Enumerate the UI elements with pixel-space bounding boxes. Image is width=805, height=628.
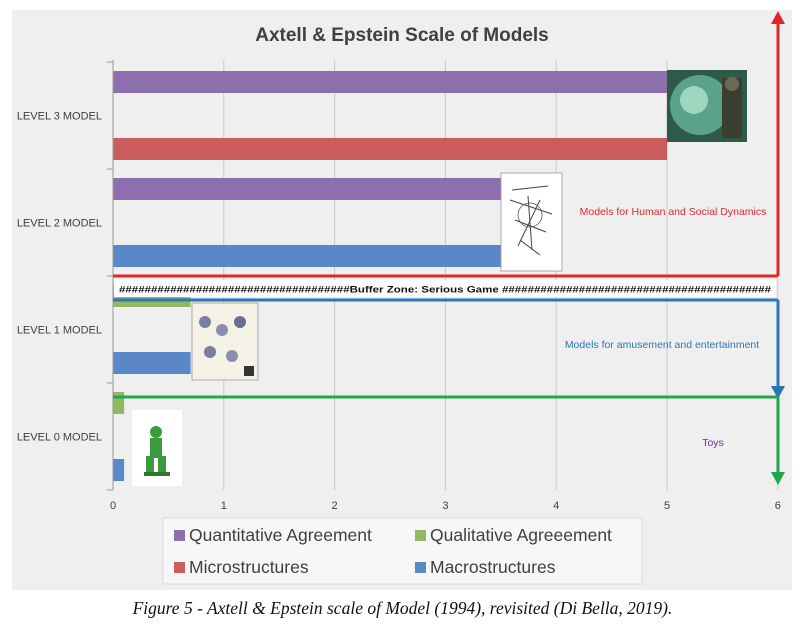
- toys-arrow: [113, 395, 785, 485]
- toy-soldier-thumbnail: [132, 410, 182, 486]
- svg-text:Qualitative Agreeement: Qualitative Agreeement: [430, 525, 612, 545]
- sketch-thumbnail-level2: [500, 172, 563, 272]
- amusement-label: Models for amusement and entertainment: [565, 339, 759, 351]
- x-tick-label: 2: [332, 500, 338, 512]
- svg-text:Quantitative Agreement: Quantitative Agreement: [189, 525, 372, 545]
- x-tick-label: 4: [553, 500, 559, 512]
- x-tick-label: 1: [221, 500, 227, 512]
- buffer-zone-band: [114, 280, 776, 297]
- amusement-arrow: [113, 298, 785, 399]
- buffer-zone-label: ####################################Buff…: [119, 285, 772, 296]
- legend: Quantitative Agreement Qualitative Agree…: [162, 517, 643, 585]
- x-tick-label: 3: [442, 500, 448, 512]
- bar-quantitative-level-2: [113, 178, 501, 200]
- figurines-thumbnail-level1: [191, 302, 259, 381]
- bar-macrostructures-level-1: [113, 352, 191, 374]
- svg-text:Macrostructures: Macrostructures: [430, 557, 556, 577]
- svg-text:Microstructures: Microstructures: [189, 557, 309, 577]
- human-social-arrow: [113, 11, 785, 278]
- chart-title: Axtell & Epstein Scale of Models: [255, 25, 549, 46]
- legend-item-qualitative: Qualitative Agreeement: [415, 525, 612, 545]
- x-tick-label: 6: [775, 500, 781, 512]
- category-label: LEVEL 3 MODEL: [17, 111, 102, 123]
- bar-qualitative-level-0: [113, 392, 125, 414]
- bar-quantitative-level-3: [113, 71, 667, 93]
- axis: 0 1 2 3 4 5 6 LEVEL 0 MODEL LEVEL 1 MODEL LEVEL 2…: [17, 60, 781, 512]
- figure-caption: Figure 5 - Axtell & Epstein scale of Mod…: [132, 598, 673, 618]
- x-tick-label: 0: [110, 500, 116, 512]
- category-label: LEVEL 2 MODEL: [17, 218, 102, 230]
- legend-item-macrostructures: Macrostructures: [415, 557, 556, 577]
- legend-item-quantitative: Quantitative Agreement: [174, 525, 372, 545]
- bar-microstructures-level-3: [113, 138, 667, 160]
- soldier-thumbnail: [667, 70, 747, 142]
- human-social-label: Models for Human and Social Dynamics: [580, 206, 767, 218]
- toys-label: Toys: [702, 437, 724, 449]
- bar-macrostructures-level-2: [113, 245, 501, 267]
- x-tick-label: 5: [664, 500, 670, 512]
- category-label: LEVEL 1 MODEL: [17, 325, 102, 337]
- legend-item-microstructures: Microstructures: [174, 557, 309, 577]
- category-label: LEVEL 0 MODEL: [17, 432, 102, 444]
- bar-macrostructures-level-0: [113, 459, 125, 481]
